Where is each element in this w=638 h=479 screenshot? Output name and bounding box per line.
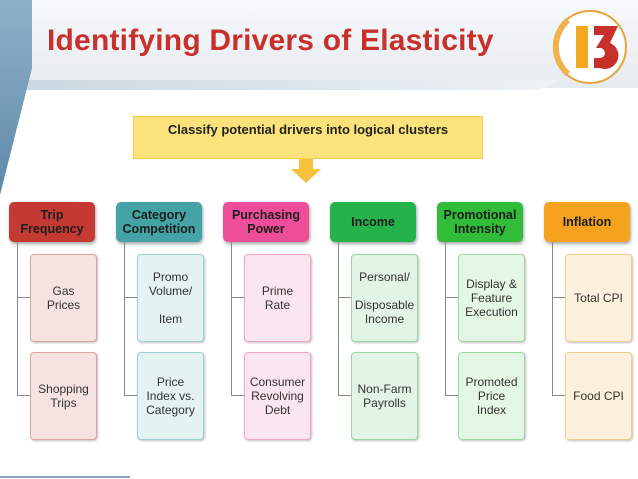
- column-header-label: Inflation: [562, 215, 612, 229]
- side-stripe: [0, 0, 32, 195]
- driver-card-label: Promo Volume/ Item: [148, 270, 193, 326]
- column-header-promotional-intensity: Promotional Intensity: [437, 202, 523, 242]
- driver-card-label: Food CPI: [573, 389, 624, 403]
- driver-card-label: Display & Feature Execution: [465, 277, 518, 319]
- column-header-label: Promotional Intensity: [443, 208, 517, 236]
- driver-card-label: Promoted Price Index: [465, 375, 518, 417]
- driver-card-label: Non-Farm Payrolls: [357, 382, 412, 410]
- classify-banner: Classify potential drivers into logical …: [133, 116, 483, 159]
- driver-card: Promo Volume/ Item: [137, 254, 204, 342]
- column-header-label: Category Competition: [122, 208, 196, 236]
- page-title: Identifying Drivers of Elasticity: [47, 24, 494, 57]
- driver-card: Display & Feature Execution: [458, 254, 525, 342]
- connector-line: [124, 242, 138, 396]
- driver-card-label: Gas Prices: [46, 284, 81, 312]
- driver-card: Prime Rate: [244, 254, 311, 342]
- connector-line: [17, 242, 31, 396]
- column-header-trip-frequency: Trip Frequency: [9, 202, 95, 242]
- column-header-label: Purchasing Power: [231, 208, 301, 236]
- column-header-inflation: Inflation: [544, 202, 630, 242]
- column-header-income: Income: [330, 202, 416, 242]
- driver-card: Food CPI: [565, 352, 632, 440]
- connector-line: [231, 242, 245, 396]
- driver-card-label: Consumer Revolving Debt: [249, 375, 306, 417]
- column-header-label: Income: [351, 215, 395, 229]
- driver-card: Consumer Revolving Debt: [244, 352, 311, 440]
- driver-card: Gas Prices: [30, 254, 97, 342]
- driver-card-label: Prime Rate: [261, 284, 294, 312]
- header-band: [0, 0, 638, 88]
- driver-card: Shopping Trips: [30, 352, 97, 440]
- driver-card: Personal/ Disposable Income: [351, 254, 418, 342]
- bottom-rule: [0, 476, 130, 478]
- column-header-purchasing-power: Purchasing Power: [223, 202, 309, 242]
- column-header-label: Trip Frequency: [20, 208, 84, 236]
- i3-logo: [552, 10, 627, 84]
- column-header-category-competition: Category Competition: [116, 202, 202, 242]
- header-accent: [0, 80, 560, 90]
- driver-card-label: Total CPI: [574, 291, 623, 305]
- driver-card-label: Personal/ Disposable Income: [354, 270, 415, 326]
- connector-line: [445, 242, 459, 396]
- driver-card-label: Shopping Trips: [38, 382, 89, 410]
- down-arrow-icon: [291, 159, 321, 183]
- connector-line: [552, 242, 566, 396]
- classify-banner-text: Classify potential drivers into logical …: [167, 122, 449, 137]
- connector-line: [338, 242, 352, 396]
- driver-card: Price Index vs. Category: [137, 352, 204, 440]
- driver-card: Promoted Price Index: [458, 352, 525, 440]
- driver-card: Total CPI: [565, 254, 632, 342]
- driver-card: Non-Farm Payrolls: [351, 352, 418, 440]
- driver-card-label: Price Index vs. Category: [146, 375, 195, 417]
